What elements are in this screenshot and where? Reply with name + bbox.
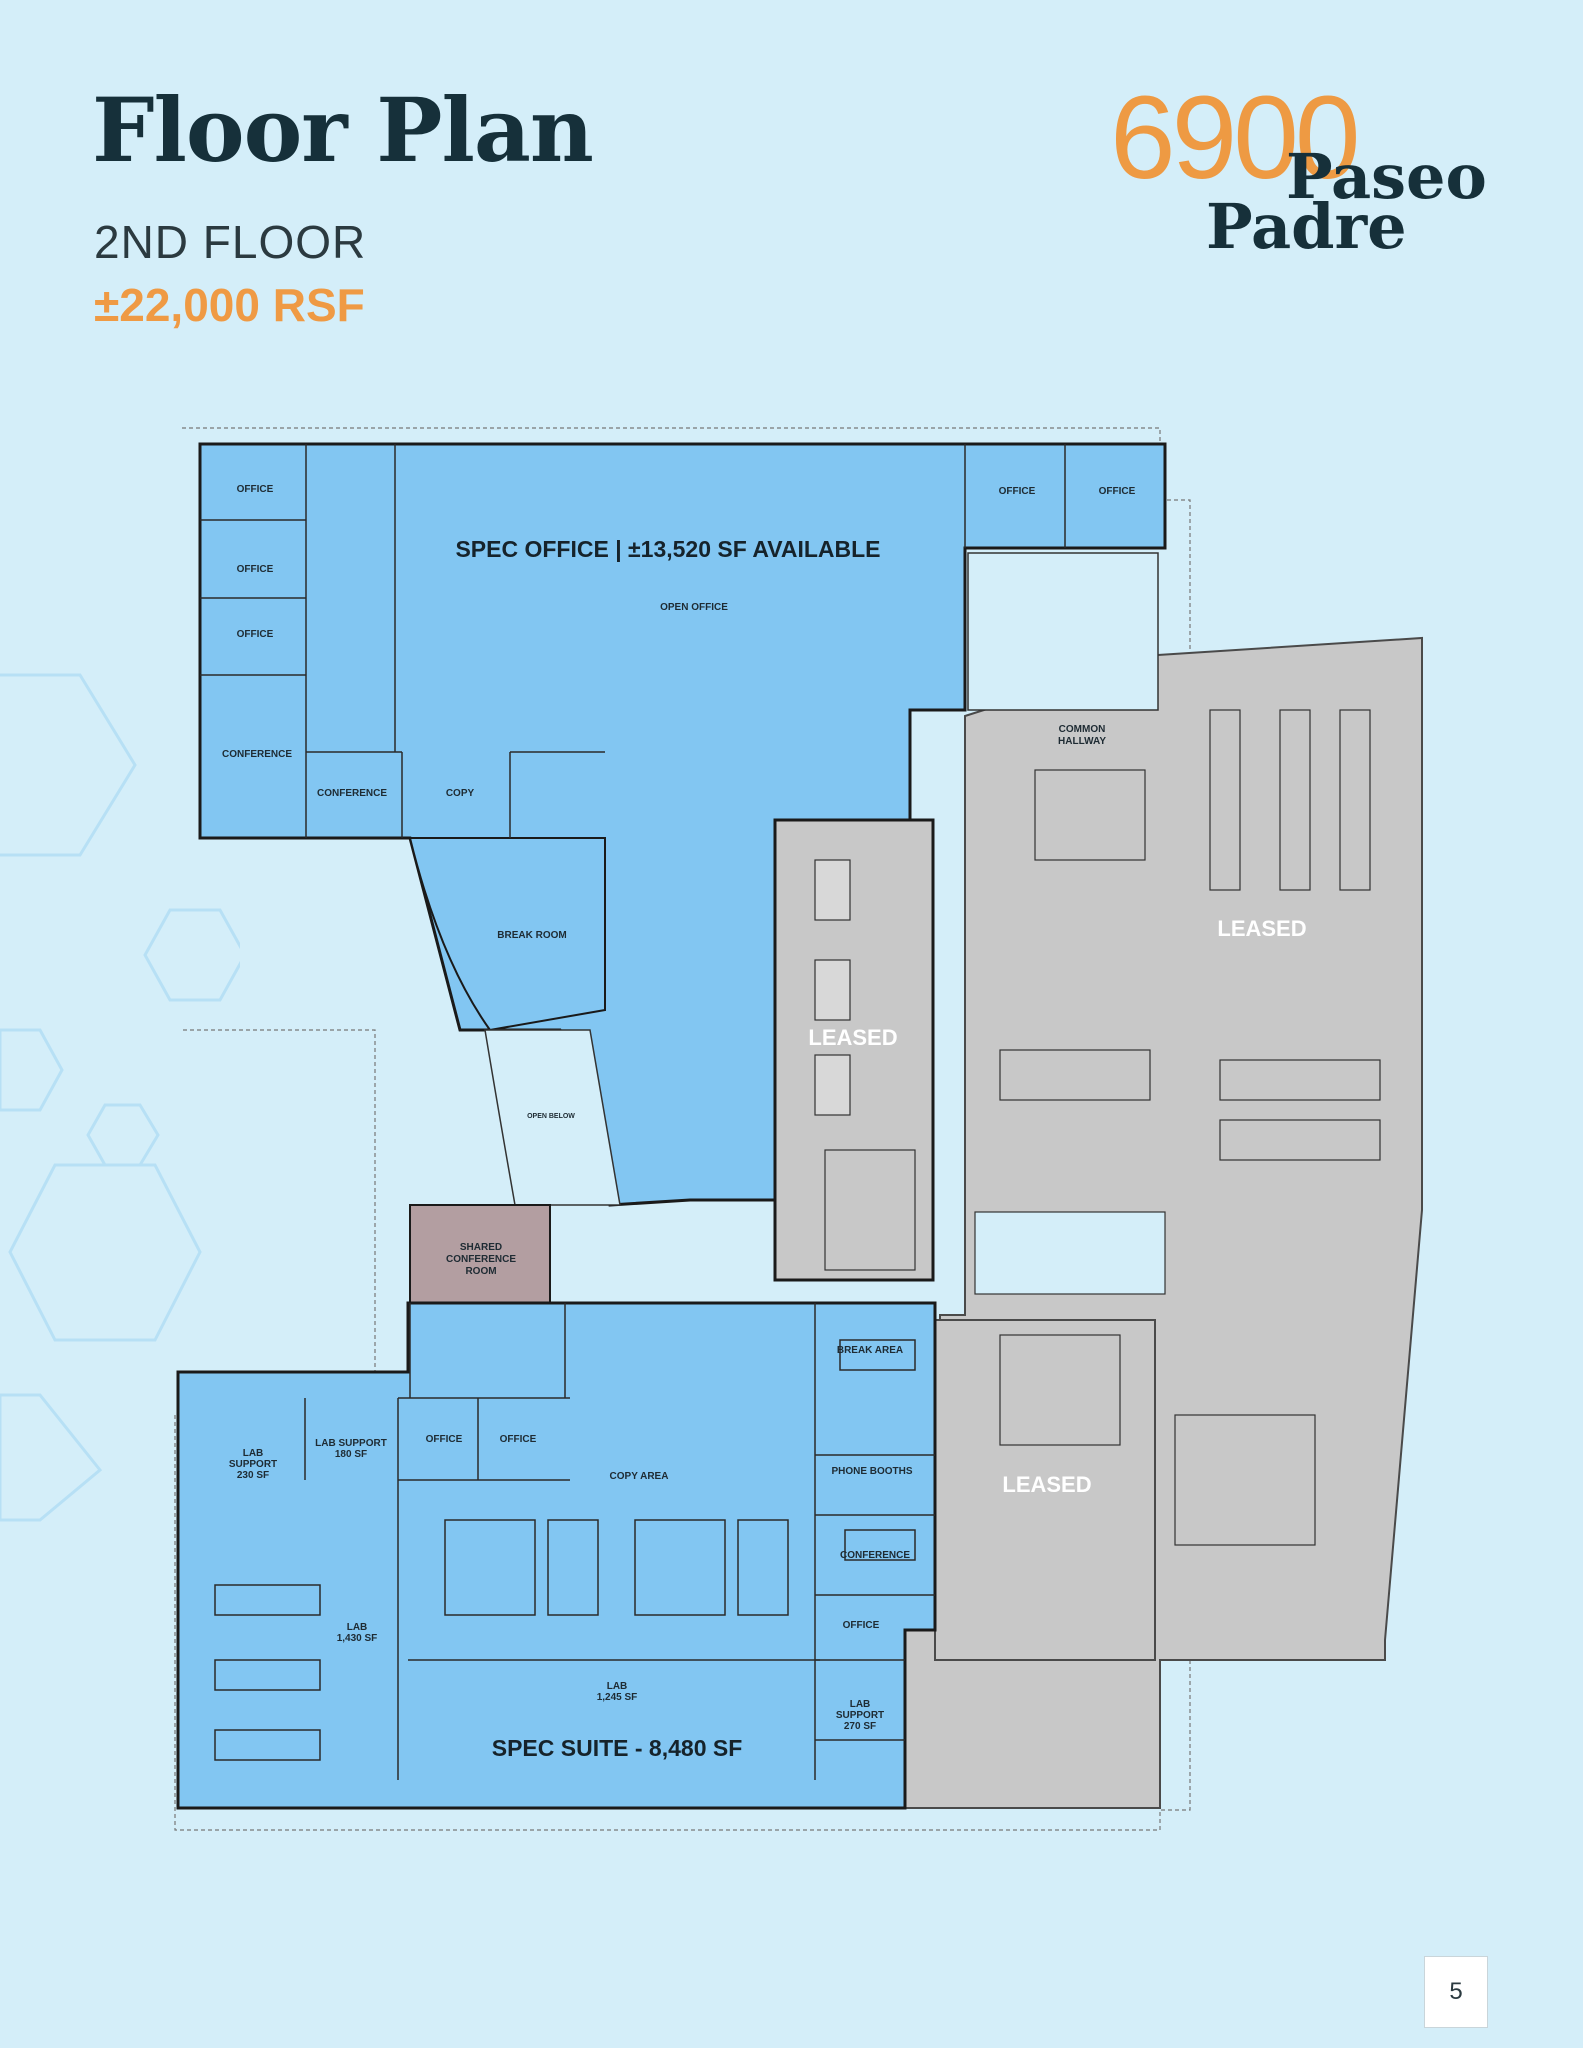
lab-bench (214, 1659, 321, 1691)
lab-bench (214, 1729, 321, 1761)
lab-bench (999, 1049, 1151, 1101)
open-below-label: OPEN BELOW (527, 1113, 575, 1120)
room-label-shared-conference: ROOM (465, 1266, 496, 1277)
room-label-office: OFFICE (426, 1434, 463, 1445)
lab-bench (1279, 709, 1311, 891)
room-label-office: OFFICE (237, 629, 274, 640)
conference-table (1174, 1414, 1316, 1546)
room-label-common-hallway: COMMON (1059, 724, 1106, 735)
room-label-lab-support: LAB SUPPORT (315, 1438, 387, 1449)
rentable-square-feet: ±22,000 RSF (94, 279, 365, 331)
room-label-office: OFFICE (237, 484, 274, 495)
hexagon-shape (0, 1028, 64, 1112)
room-label-office: OFFICE (500, 1434, 537, 1445)
conference-table (844, 1529, 916, 1561)
room-label-conference: CONFERENCE (317, 788, 387, 799)
room-label-lab-support: SUPPORT (836, 1710, 884, 1721)
leased-label-south: LEASED (1002, 1472, 1091, 1497)
room-label-conference: CONFERENCE (840, 1550, 910, 1561)
page-number: 5 (1424, 1956, 1488, 2028)
room-label-phone-booths: PHONE BOOTHS (831, 1466, 912, 1477)
room-label-office: OFFICE (1099, 486, 1136, 497)
break-table (839, 1339, 916, 1371)
spec-office-area (198, 442, 1167, 1207)
room-label-lab-support: LAB (243, 1448, 264, 1459)
room-label-lab: LAB (607, 1681, 628, 1692)
spec-suite-area (176, 1301, 937, 1810)
lab-bench (214, 1584, 321, 1616)
leased-area-southeast (934, 1319, 1156, 1661)
room-label-break-area: BREAK AREA (837, 1345, 903, 1356)
room-label-lab-support: LAB (850, 1699, 871, 1710)
workstation-cluster (547, 1519, 599, 1616)
workstation-cluster (737, 1519, 789, 1616)
room-label-lab-support: 270 SF (844, 1721, 876, 1732)
room-label-lab: 1,245 SF (597, 1692, 638, 1703)
room-label-lab: 1,430 SF (337, 1633, 378, 1644)
desk (814, 1054, 851, 1116)
room-label-lab-support: SUPPORT (229, 1459, 277, 1470)
leased-area-middle (773, 818, 935, 1282)
room-label-common-hallway: HALLWAY (1058, 736, 1106, 747)
room-label-shared-conference: SHARED (460, 1242, 502, 1253)
room-label-lab-support: 180 SF (335, 1449, 367, 1460)
lab-bench (1209, 709, 1241, 891)
room-label-break-room: BREAK ROOM (497, 930, 566, 941)
room-label-office: OFFICE (237, 564, 274, 575)
room-label-copy: COPY (446, 788, 475, 799)
workstation-cluster (634, 1519, 726, 1616)
workstation-cluster (824, 1149, 916, 1271)
room-label-lab: LAB (347, 1622, 368, 1633)
room-label-office: OFFICE (843, 1620, 880, 1631)
lab-room (1034, 769, 1146, 861)
lab-bench (1339, 709, 1371, 891)
service-core (974, 1211, 1166, 1295)
brand-logo: 6900 Paseo Padre (1110, 70, 1510, 280)
break-tables (999, 1334, 1121, 1446)
hexagon-shape (0, 1393, 103, 1522)
workstation-cluster (444, 1519, 536, 1616)
floor-name: 2ND FLOOR (94, 216, 367, 268)
room-label-office: OFFICE (999, 486, 1036, 497)
hexagon-shape (8, 1163, 202, 1342)
stair-core-north (967, 552, 1159, 711)
hexagon-shape (143, 908, 240, 1002)
hexagon-shape (0, 673, 137, 857)
room-label-shared-conference: CONFERENCE (446, 1254, 516, 1265)
desk (814, 859, 851, 921)
leased-label-east: LEASED (1217, 916, 1306, 941)
page-title: Floor Plan (92, 78, 594, 182)
logo-number: 6900 (1110, 72, 1361, 204)
hexagon-pattern (0, 673, 240, 1522)
spec-office-label: SPEC OFFICE | ±13,520 SF AVAILABLE (455, 536, 880, 562)
leased-label-middle: LEASED (808, 1025, 897, 1050)
lab-bench (1219, 1059, 1381, 1101)
spec-suite-label: SPEC SUITE - 8,480 SF (492, 1735, 743, 1761)
room-label-lab-support: 230 SF (237, 1470, 269, 1481)
room-label-conference: CONFERENCE (222, 749, 292, 760)
logo-word-paseo: Paseo (1286, 140, 1487, 213)
lab-bench (1219, 1119, 1381, 1161)
room-label-copy-area: COPY AREA (610, 1471, 669, 1482)
room-label-open-office: OPEN OFFICE (660, 602, 728, 613)
logo-word-padre: Padre (1206, 190, 1407, 263)
shared-conference-room (409, 1204, 551, 1306)
desk (814, 959, 851, 1021)
